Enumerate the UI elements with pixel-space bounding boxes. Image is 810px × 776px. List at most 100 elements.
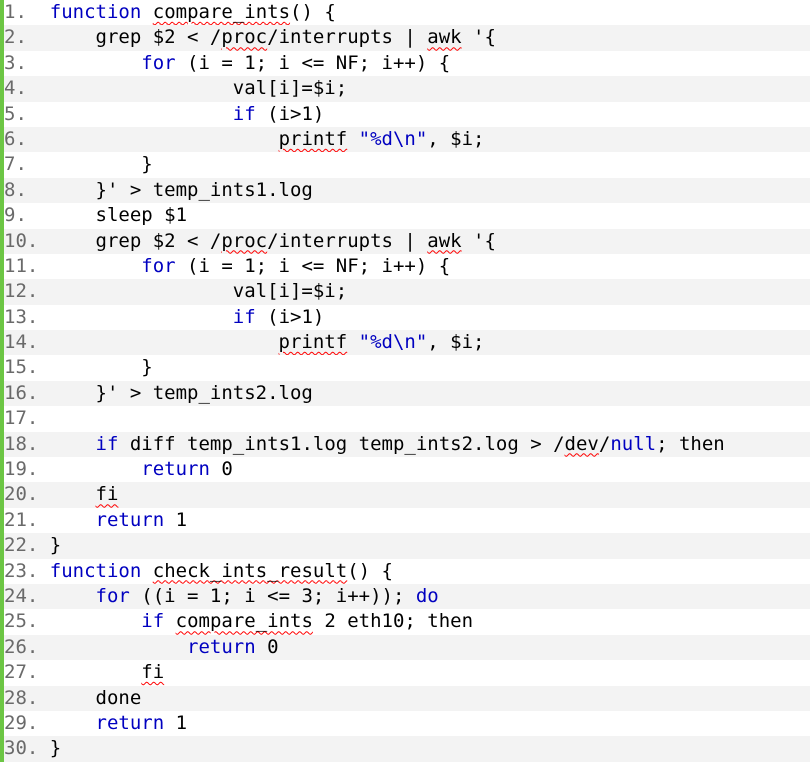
code-line[interactable]: 23. function check_ints_result() { (0, 558, 810, 584)
code-text: return 1 (38, 508, 188, 533)
line-number: 12. (4, 280, 39, 303)
line-number: 2. (4, 26, 27, 49)
code-token: diff temp_ints1.log temp_ints2.log > / (118, 432, 565, 455)
code-token: }' > temp_ints1.log (26, 178, 313, 201)
code-text: }' > temp_ints1.log (27, 178, 313, 203)
string-token: "%d\n" (358, 127, 428, 150)
line-number: 4. (4, 77, 27, 100)
code-line[interactable]: 24. for ((i = 1; i <= 3; i++)); do (0, 583, 810, 610)
line-number: 13. (4, 305, 39, 328)
spellcheck-flagged-token: fi (141, 661, 165, 684)
code-token: () { (290, 1, 336, 23)
code-text: function compare_ints() { (27, 0, 336, 25)
code-token (347, 128, 358, 150)
line-number: 20. (4, 483, 39, 506)
spellcheck-flagged-token: check_ints_result (152, 559, 348, 582)
code-line[interactable]: 8. }' > temp_ints1.log (0, 177, 810, 204)
code-line[interactable]: 6. printf "%d\n", $i; (0, 126, 810, 153)
line-number: 15. (4, 356, 39, 379)
code-token: 0 (255, 635, 279, 658)
line-number: 6. (4, 127, 27, 150)
line-number: 16. (4, 381, 39, 404)
code-token: 2 eth10; then (312, 610, 474, 633)
code-text: if diff temp_ints1.log temp_ints2.log > … (38, 432, 725, 457)
code-text: return 0 (38, 457, 233, 482)
keyword-token: function (49, 559, 142, 582)
code-line[interactable]: 10. grep $2 < /proc/interrupts | awk '{ (0, 228, 810, 254)
code-text: fi (38, 482, 119, 507)
code-text: fi (38, 660, 164, 685)
code-text: printf "%d\n", $i; (27, 127, 485, 152)
code-token: 0 (209, 458, 233, 481)
code-line[interactable]: 1. function compare_ints() { (0, 0, 810, 26)
code-text: if compare_ints 2 eth10; then (38, 609, 473, 634)
spellcheck-flagged-token: compare_ints (175, 610, 313, 633)
code-line[interactable]: 3. for (i = 1; i <= NF; i++) { (0, 50, 810, 77)
code-text: } (27, 152, 152, 177)
code-token (38, 560, 49, 582)
code-token: sleep $1 (26, 204, 188, 227)
code-line[interactable]: 12. val[i]=$i; (0, 279, 810, 305)
code-token: done (38, 686, 142, 709)
code-line[interactable]: 16. }' > temp_ints2.log (0, 380, 810, 407)
code-token: } (38, 356, 153, 379)
code-line[interactable]: 30. } (0, 736, 810, 762)
code-text: } (38, 533, 61, 558)
keyword-token: if (141, 610, 165, 633)
keyword-token: return (141, 458, 210, 481)
code-text: } (38, 736, 61, 761)
code-line[interactable]: 9. sleep $1 (0, 203, 810, 229)
code-line[interactable]: 2. grep $2 < /proc/interrupts | awk '{ (0, 25, 810, 51)
code-token (38, 712, 95, 734)
code-token: }' > temp_ints2.log (38, 381, 313, 404)
code-line[interactable]: 29. return 1 (0, 710, 810, 737)
code-line[interactable]: 15. } (0, 355, 810, 381)
code-line[interactable]: 18. if diff temp_ints1.log temp_ints2.lo… (0, 431, 810, 458)
code-line[interactable]: 27. fi (0, 660, 810, 686)
code-token: grep $2 < / (26, 26, 222, 49)
code-line[interactable]: 20. fi (0, 482, 810, 508)
code-line[interactable]: 5. if (i>1) (0, 101, 810, 127)
code-line[interactable]: 14. printf "%d\n", $i; (0, 330, 810, 356)
keyword-token: if (95, 432, 119, 455)
keyword-token: for (95, 584, 130, 607)
code-line[interactable]: 28. done (0, 685, 810, 711)
code-text: grep $2 < /proc/interrupts | awk '{ (27, 25, 496, 50)
code-text: for (i = 1; i <= NF; i++) { (27, 51, 450, 76)
spellcheck-flagged-token: dev (564, 432, 599, 455)
code-line[interactable]: 22. } (0, 533, 810, 559)
line-number: 21. (4, 508, 39, 531)
code-line[interactable]: 11. for (i = 1; i <= NF; i++) { (0, 253, 810, 280)
code-token (164, 610, 175, 632)
code-token (27, 103, 233, 125)
code-token: } (38, 534, 62, 557)
code-line[interactable]: 25. if compare_ints 2 eth10; then (0, 609, 810, 635)
spellcheck-flagged-token: awk (427, 26, 462, 49)
code-token: / (598, 432, 611, 455)
spellcheck-flagged-token: printf (278, 331, 348, 354)
code-token: val[i]=$i; (26, 77, 348, 100)
spellcheck-flagged-token: compare_ints (152, 1, 291, 23)
code-token: '{ (461, 229, 496, 252)
line-number: 11. (4, 254, 39, 277)
code-line[interactable]: 21. return 1 (0, 507, 810, 534)
code-line[interactable]: 7. } (0, 152, 810, 178)
code-line[interactable]: 13. if (i>1) (0, 304, 810, 331)
code-line[interactable]: 17. (0, 406, 810, 432)
line-number: 29. (4, 711, 39, 734)
code-line[interactable]: 19. return 0 (0, 457, 810, 483)
code-line[interactable]: 4. val[i]=$i; (0, 76, 810, 102)
keyword-token: function (49, 1, 142, 23)
line-number: 27. (4, 661, 39, 684)
spellcheck-flagged-token: proc (221, 26, 268, 49)
spellcheck-flagged-token: fi (95, 483, 119, 506)
code-token: () { (347, 559, 393, 582)
code-token (38, 636, 187, 658)
code-token: (i>1) (255, 305, 325, 328)
code-text: val[i]=$i; (27, 76, 347, 101)
code-line[interactable]: 26. return 0 (0, 634, 810, 661)
spellcheck-flagged-token: proc (221, 229, 268, 252)
keyword-token: for (141, 254, 176, 277)
keyword-token: return (187, 635, 256, 658)
